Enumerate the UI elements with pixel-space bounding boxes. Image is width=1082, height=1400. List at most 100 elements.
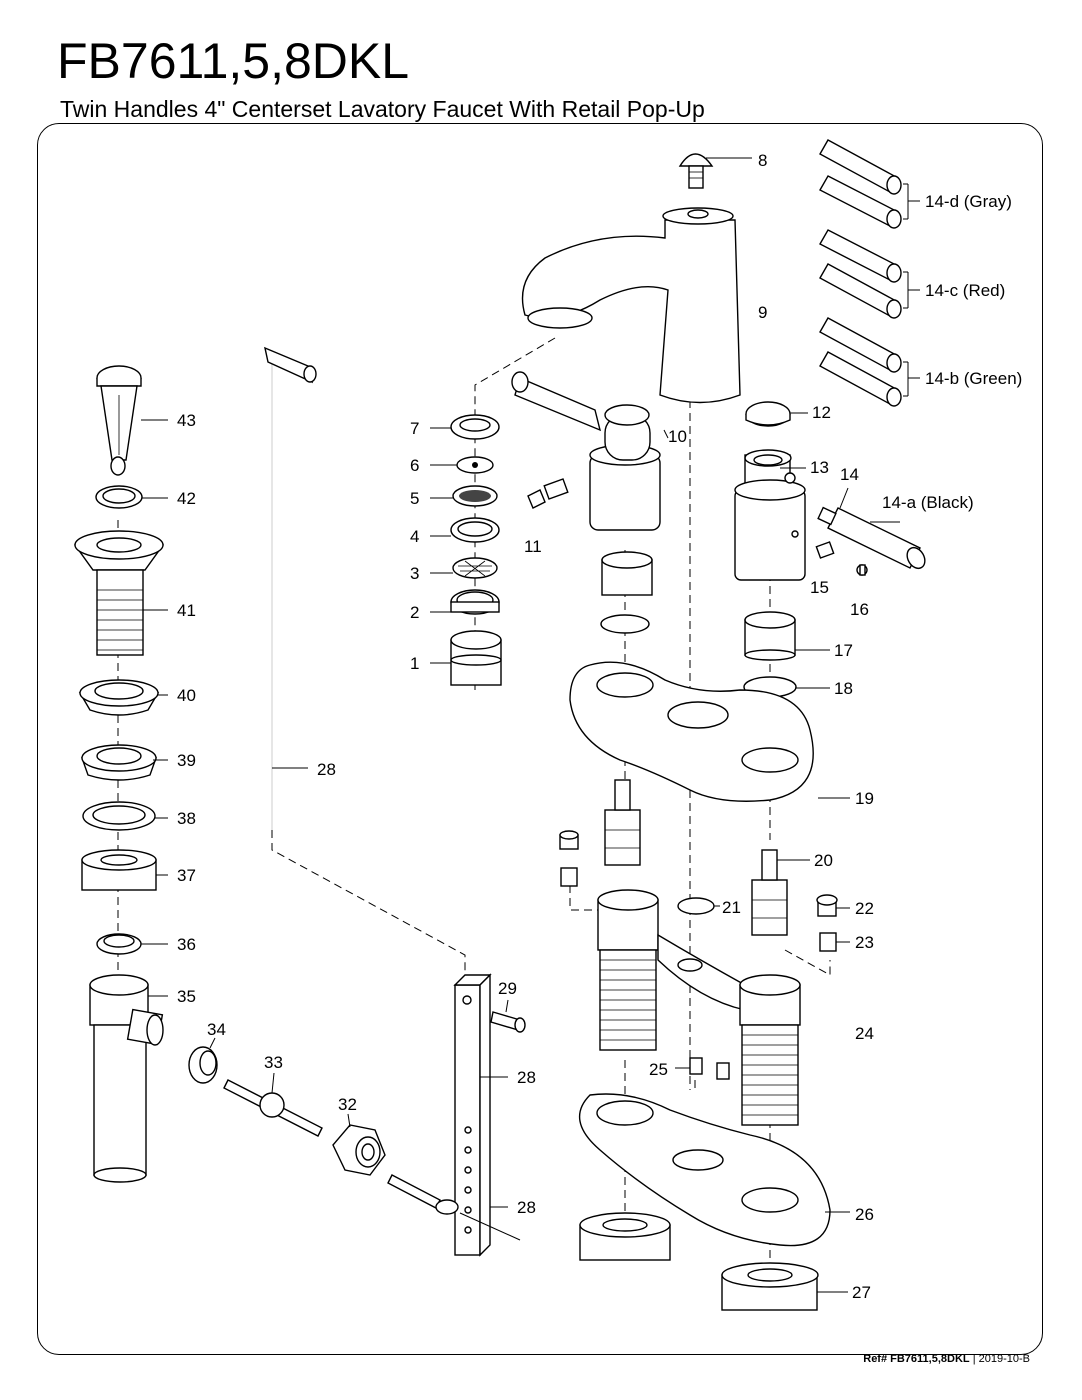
label-part-32: 32 (338, 1095, 357, 1114)
part-24-valve-body (597, 889, 801, 1126)
label-part-1: 1 (410, 654, 419, 673)
label-part-5: 5 (410, 489, 419, 508)
label-part-15: 15 (810, 578, 829, 597)
label-part-26: 26 (855, 1205, 874, 1224)
part-34-washer (188, 1046, 218, 1084)
label-part-17: 17 (834, 641, 853, 660)
part-12-index-cap (745, 401, 791, 427)
part-oring-left (600, 614, 650, 634)
label-part-28-strap-bottom: 28 (517, 1198, 536, 1217)
part-32-pivot-nut (332, 1124, 386, 1176)
label-part-19: 19 (855, 789, 874, 808)
label-part-14a: 14-a (Black) (882, 493, 974, 512)
part-17-nut (744, 611, 796, 661)
part-5-mesh-insert (452, 485, 498, 507)
part-labels: 8 9 10 11 12 13 14 14-a (Black) 14-d (Gr… (177, 151, 1022, 1302)
label-part-11: 11 (524, 537, 542, 556)
part-14-lever-handle (817, 506, 926, 570)
part-seat-left (559, 830, 579, 850)
label-part-29: 29 (498, 979, 517, 998)
label-part-6: 6 (410, 456, 419, 475)
label-part-43: 43 (177, 411, 196, 430)
part-27-mounting-nut (721, 1262, 819, 1311)
part-mounting-nut-left (579, 1212, 671, 1261)
label-part-35: 35 (177, 987, 196, 1006)
label-part-41: 41 (177, 601, 196, 620)
page-title: FB7611,5,8DKL (57, 33, 410, 89)
part-cartridge-left (604, 779, 641, 866)
insert-red-2 (819, 263, 902, 319)
label-part-28-strap: 28 (517, 1068, 536, 1087)
label-part-25: 25 (649, 1060, 668, 1079)
label-part-40: 40 (177, 686, 196, 705)
part-9-spout-body (521, 207, 741, 404)
part-nut-left (601, 551, 653, 596)
label-part-21: 21 (722, 898, 741, 917)
ref-number: Ref# FB7611,5,8DKL (863, 1353, 970, 1365)
page-subtitle: Twin Handles 4" Centerset Lavatory Fauce… (60, 96, 705, 122)
part-21-oring (677, 897, 715, 915)
part-15-set-screw (815, 541, 835, 559)
part-25-screws (689, 1057, 730, 1080)
label-part-22: 22 (855, 899, 874, 918)
part-35-tailpiece (89, 974, 164, 1183)
part-14-color-inserts (819, 139, 902, 407)
insert-green-2 (819, 351, 902, 407)
part-23-spring (819, 932, 837, 952)
part-37-locknut (81, 849, 157, 891)
label-part-24: 24 (855, 1024, 874, 1043)
label-part-36: 36 (177, 935, 196, 954)
label-part-34: 34 (207, 1020, 226, 1039)
part-3-screen (452, 557, 498, 579)
part-8-lift-knob (678, 153, 714, 189)
part-28-lift-rod (264, 346, 317, 830)
label-part-38: 38 (177, 809, 196, 828)
revision-code: 2019-10-B (978, 1353, 1030, 1365)
label-part-10: 10 (668, 427, 687, 446)
part-39-gasket (81, 744, 157, 781)
insert-gray-1 (819, 139, 902, 195)
part-11-set-screw (527, 478, 569, 509)
label-part-13: 13 (810, 458, 829, 477)
part-40-washer (78, 679, 160, 716)
part-36-ring (96, 933, 142, 955)
part-19-escutcheon-plate (569, 661, 814, 802)
part-16-screw (856, 564, 868, 576)
label-part-7: 7 (410, 419, 419, 438)
diagram-frame (37, 123, 1043, 1355)
ref-separator: | (972, 1353, 976, 1365)
part-33-pivot-rod (223, 1079, 521, 1241)
insert-gray-2 (819, 175, 902, 229)
label-part-2: 2 (410, 603, 419, 622)
part-10-cold-handle (511, 371, 661, 531)
label-part-14d: 14-d (Gray) (925, 192, 1012, 211)
part-22-seat (816, 894, 838, 917)
label-part-37: 37 (177, 866, 196, 885)
reference-footer: Ref# FB7611,5,8DKL | 2019-10-B (863, 1353, 1030, 1365)
label-part-9: 9 (758, 303, 767, 322)
part-26-base-plate (578, 1093, 831, 1247)
part-13-handle-body (734, 449, 806, 581)
label-part-12: 12 (812, 403, 831, 422)
label-part-8: 8 (758, 151, 767, 170)
label-part-20: 20 (814, 851, 833, 870)
label-part-42: 42 (177, 489, 196, 508)
part-20-cartridge (751, 849, 788, 936)
label-part-16: 16 (850, 600, 869, 619)
label-part-14b: 14-b (Green) (925, 369, 1022, 388)
label-part-28-rod: 28 (317, 760, 336, 779)
part-2-insert (450, 589, 500, 615)
part-4-ring (450, 517, 500, 543)
label-part-14c: 14-c (Red) (925, 281, 1005, 300)
label-part-18: 18 (834, 679, 853, 698)
label-part-33: 33 (264, 1053, 283, 1072)
insert-red-1 (819, 229, 902, 283)
label-part-39: 39 (177, 751, 196, 770)
label-part-3: 3 (410, 564, 419, 583)
part-29-thumbscrew (490, 1011, 526, 1033)
label-part-27: 27 (852, 1283, 871, 1302)
part-spring-left (560, 867, 578, 887)
part-38-gasket (82, 801, 156, 831)
part-41-drain-body (73, 530, 165, 656)
